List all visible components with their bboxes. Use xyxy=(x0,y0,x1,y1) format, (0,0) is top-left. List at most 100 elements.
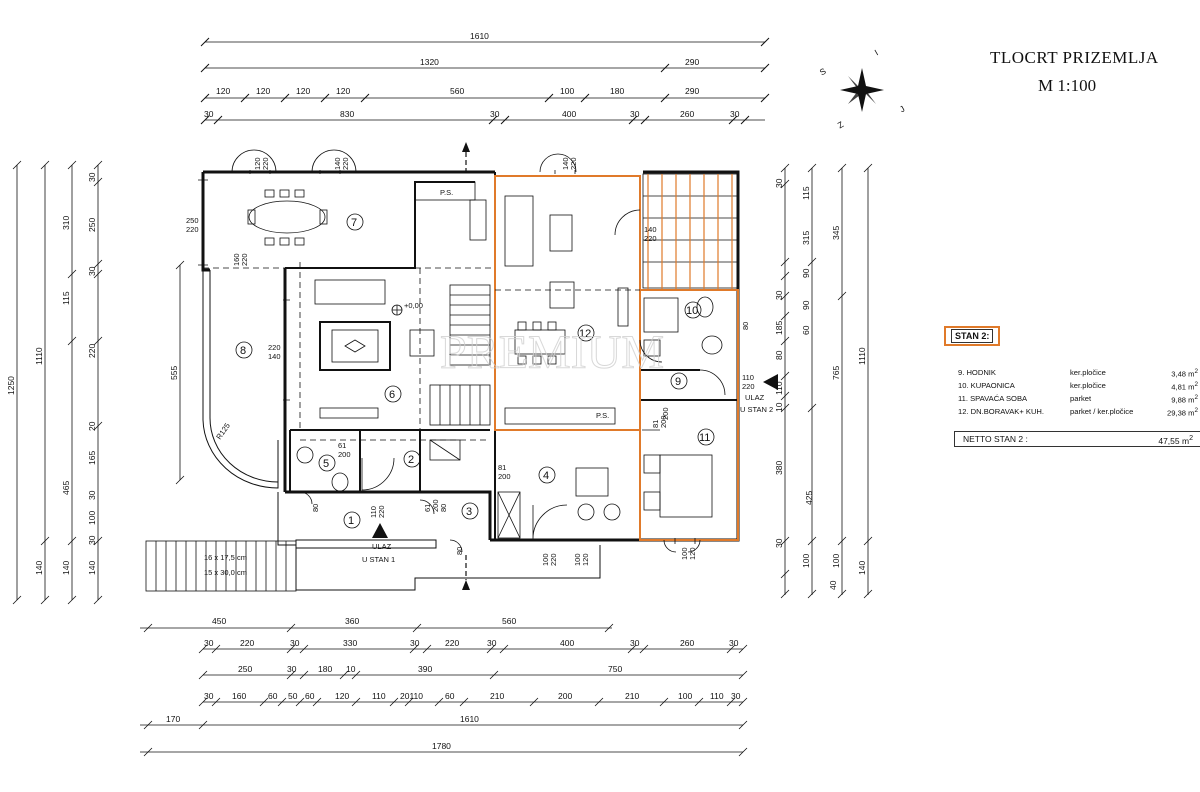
entry-sub-stan2: U STAN 2 xyxy=(740,405,773,414)
netto-label: NETTO STAN 2 : xyxy=(963,434,1028,444)
opening-text: 200 xyxy=(659,415,668,428)
dim-text: 20 xyxy=(87,421,97,431)
dim-text: 30 xyxy=(87,535,97,545)
legend-area: 4,81 m2 xyxy=(1171,381,1198,392)
dim-text: 220 xyxy=(87,344,97,358)
room-label-6: 6 xyxy=(389,389,395,401)
dim-text: 140 xyxy=(34,561,44,575)
dim-text: 120 xyxy=(336,86,350,96)
dim-text: 50 xyxy=(288,691,298,701)
left-dimension-text: 1250 1110 140 310 115 465 140 30 250 30 … xyxy=(6,172,179,575)
left-dimensions xyxy=(12,160,185,605)
dim-text: 310 xyxy=(61,216,71,230)
dim-text: 60 xyxy=(801,325,811,335)
dim-text: 360 xyxy=(345,616,359,626)
terrace-left xyxy=(202,270,279,489)
dim-text: 1110 xyxy=(857,347,867,365)
opening-text: 140 xyxy=(644,225,657,234)
dim-text: 30 xyxy=(730,109,740,119)
watermark-text: PREMIUM xyxy=(440,326,664,379)
dim-text: 1250 xyxy=(6,376,16,395)
opening-text: 80 xyxy=(741,322,750,330)
dim-text: 30 xyxy=(87,266,97,276)
compass-letter: J xyxy=(898,104,907,115)
room-label-10: 10 xyxy=(686,305,698,317)
dim-text: 425 xyxy=(804,491,814,505)
dim-text: 60 xyxy=(268,691,278,701)
dim-text: 140 xyxy=(87,561,97,575)
dim-text: 560 xyxy=(450,86,464,96)
opening-text: 160 xyxy=(232,253,241,266)
window-symbols xyxy=(198,170,696,544)
compass-letter: I xyxy=(873,47,880,57)
apartment-legend: STAN 2: 9. HODNIK ker.pločice 3,48 m2 10… xyxy=(944,326,1200,447)
opening-text: 120 xyxy=(253,157,262,170)
top-dimension-text: 1610 1320 290 120 120 120 120 560 100 18… xyxy=(204,31,740,119)
dim-text: 30 xyxy=(487,638,497,648)
dim-text: 30 xyxy=(731,691,741,701)
dim-text: 140 xyxy=(61,561,71,575)
opening-text: 110 xyxy=(742,373,754,382)
dim-text: 390 xyxy=(418,664,432,674)
dim-text: 60 xyxy=(305,691,315,701)
opening-text: 220 xyxy=(644,234,657,243)
dim-text: 750 xyxy=(608,664,622,674)
legend-area-sup: 2 xyxy=(1194,381,1198,388)
opening-text: 120 xyxy=(688,547,697,560)
dim-text: 400 xyxy=(562,109,576,119)
dim-text: 400 xyxy=(560,638,574,648)
compass-letter: Z xyxy=(836,119,846,130)
pergola-posts xyxy=(647,174,733,290)
legend-header: STAN 2: xyxy=(944,326,1001,346)
dim-text: 110 xyxy=(372,691,386,701)
opening-text: 220 xyxy=(341,157,350,170)
opening-text: 81 xyxy=(498,463,506,472)
room-label-9: 9 xyxy=(675,376,681,388)
opening-text: 61 xyxy=(338,441,346,450)
legend-room: 11. SPAVAĆA SOBA xyxy=(958,394,1028,403)
drawing-title: TLOCRT PRIZEMLJA xyxy=(990,48,1159,67)
compass-letter: S xyxy=(818,66,828,78)
dim-text: 170 xyxy=(166,714,180,724)
dim-text: 260 xyxy=(680,638,694,648)
netto-value-wrap: 47,55 m2 xyxy=(1158,434,1193,446)
dim-text: 20110 xyxy=(400,691,423,701)
legend-row: 11. SPAVAĆA SOBA parket 9,88 m2 xyxy=(958,394,1198,405)
exterior-stairs xyxy=(145,540,297,592)
room-label-8: 8 xyxy=(240,345,246,357)
opening-text: 100 xyxy=(680,547,689,560)
legend-finish: ker.pločice xyxy=(1070,368,1106,377)
legend-room: 9. HODNIK xyxy=(958,368,996,377)
opening-text: 250 xyxy=(186,216,199,225)
room-label-7: 7 xyxy=(351,217,357,229)
dim-text: 110 xyxy=(774,381,784,395)
dim-text: 1610 xyxy=(470,31,489,41)
dim-text: 210 xyxy=(490,691,504,701)
room-label-11: 11 xyxy=(699,432,710,444)
dim-text: 100 xyxy=(87,511,97,525)
level-marker: +0,00 xyxy=(391,301,423,316)
drawing-scale: M 1:100 xyxy=(1038,76,1097,95)
dim-text: 30 xyxy=(410,638,420,648)
dim-text: 380 xyxy=(774,461,784,475)
dim-text: 90 xyxy=(801,300,811,310)
room-label-12: 12 xyxy=(579,328,591,340)
dim-text: 1610 xyxy=(460,714,479,724)
legend-area: 3,48 m2 xyxy=(1171,368,1198,379)
opening-text: 220 xyxy=(549,553,558,566)
opening-text: 220 xyxy=(569,157,578,170)
dim-text: 60 xyxy=(445,691,455,701)
dim-text: 100 xyxy=(831,554,841,568)
dim-text: 30 xyxy=(290,638,300,648)
ps-label: P.S. xyxy=(596,411,609,420)
opening-text: 81 xyxy=(651,420,660,428)
dim-text: 140 xyxy=(857,561,867,575)
dim-text: 200 xyxy=(558,691,572,701)
opening-labels: 120 220 140 220 140 220 250 220 160 220 … xyxy=(186,157,755,566)
dim-text: 120 xyxy=(216,86,230,96)
dim-text: 120 xyxy=(296,86,310,96)
dim-text: 765 xyxy=(831,366,841,380)
dim-text: 345 xyxy=(831,226,841,240)
level-text: +0,00 xyxy=(404,301,423,310)
opening-text: 61 xyxy=(423,504,432,512)
